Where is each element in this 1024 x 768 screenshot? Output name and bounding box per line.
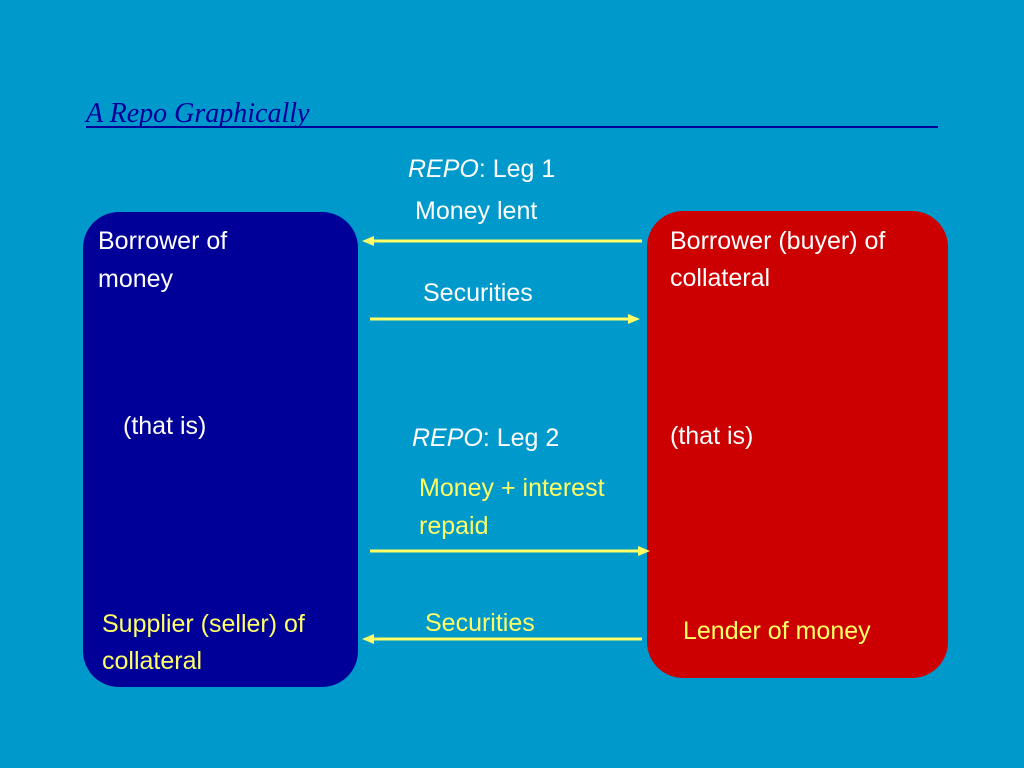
leg2-money-interest-line2: repaid — [419, 512, 489, 540]
right-party-box — [647, 211, 948, 678]
leg1-repo-word: REPO — [408, 155, 479, 183]
leg2-heading: REPO: Leg 2 — [412, 419, 559, 457]
left-party-box — [83, 212, 358, 687]
arrow-securities-leg2-left-head — [362, 634, 374, 644]
left-top-role-line2: money — [98, 265, 174, 293]
left-top-role-line1: Borrower of — [98, 227, 228, 255]
leg1-securities-label: Securities — [423, 279, 533, 307]
slide-title: A Repo Graphically — [86, 98, 310, 129]
left-that-is: (that is) — [123, 412, 207, 440]
arrow-securities-leg1-right-head — [628, 314, 640, 324]
right-bottom-role: Lender of money — [683, 617, 871, 645]
arrow-money-lent-left-head — [362, 236, 374, 246]
title-underline — [86, 126, 938, 128]
leg1-heading: REPO: Leg 1 — [408, 150, 555, 188]
leg2-securities-label: Securities — [425, 609, 535, 637]
right-that-is: (that is) — [670, 422, 754, 450]
leg2-suffix: : Leg 2 — [482, 424, 560, 452]
right-top-role-line1: Borrower (buyer) of — [670, 227, 886, 255]
leg1-money-lent-label: Money lent — [415, 197, 538, 225]
left-bottom-role-line1: Supplier (seller) of — [102, 610, 305, 638]
leg2-repo-word: REPO — [412, 424, 483, 452]
leg1-suffix: : Leg 1 — [478, 155, 556, 183]
arrow-money-repaid-right-head — [638, 546, 650, 556]
right-top-role-line2: collateral — [670, 264, 771, 292]
left-bottom-role-line2: collateral — [102, 647, 203, 675]
leg2-money-interest-line1: Money + interest — [419, 474, 605, 502]
